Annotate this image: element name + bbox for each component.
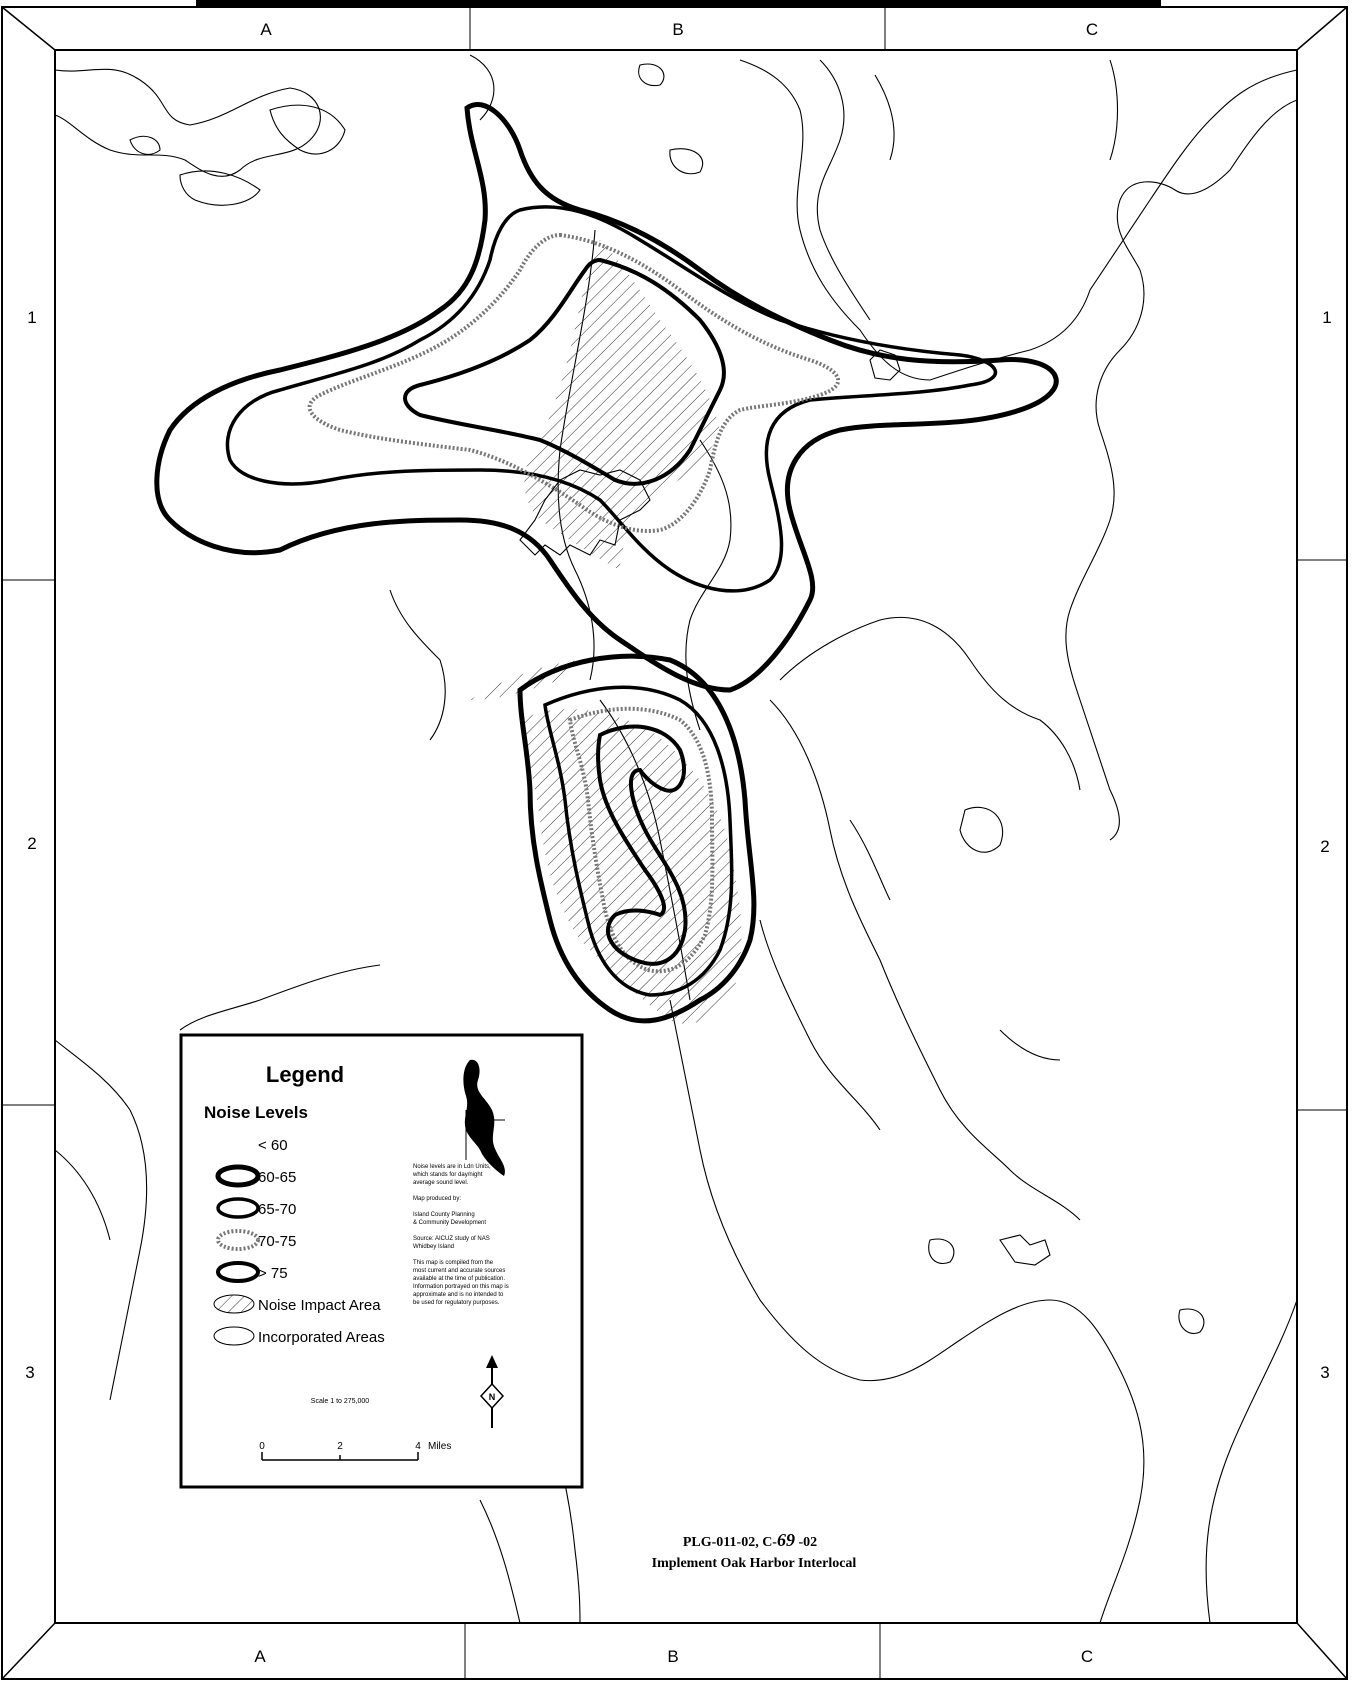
legend-subtitle: Noise Levels bbox=[204, 1103, 308, 1122]
scale-unit: Miles bbox=[428, 1441, 451, 1452]
legend-label-70-75: 70-75 bbox=[258, 1233, 296, 1250]
locator-map-icon bbox=[463, 1059, 505, 1176]
grid-row-2-right: 2 bbox=[1320, 837, 1329, 856]
grid-labels: A B C A B C 1 2 3 1 2 3 bbox=[25, 20, 1331, 1666]
legend-note-line: Map produced by: bbox=[413, 1196, 461, 1202]
legend-note-line: Island County Planning bbox=[413, 1212, 475, 1218]
scale-tick-0: 0 bbox=[259, 1441, 265, 1452]
legend-item-65-70: 65-70 bbox=[216, 1197, 296, 1219]
legend-note-line: Source: AICUZ study of NAS bbox=[413, 1236, 490, 1242]
grid-row-3-left: 3 bbox=[25, 1363, 34, 1382]
legend-note-line: approximate and is no intended to bbox=[413, 1292, 504, 1298]
legend-symbol-gt75 bbox=[216, 1261, 260, 1283]
legend-symbol-incorporated bbox=[213, 1326, 255, 1346]
caption-line-2: Implement Oak Harbor Interlocal bbox=[652, 1556, 857, 1571]
legend-title: Legend bbox=[266, 1062, 344, 1087]
legend-label-60-65: 60-65 bbox=[258, 1169, 296, 1186]
legend-note-line: most current and accurate sources bbox=[413, 1268, 505, 1274]
caption-prefix: PLG-011-02, C- bbox=[683, 1535, 777, 1550]
legend-item-60-65: 60-65 bbox=[215, 1164, 296, 1188]
grid-col-a-bottom: A bbox=[254, 1647, 266, 1666]
grid-col-b-bottom: B bbox=[667, 1647, 678, 1666]
scale-tick-4: 4 bbox=[415, 1441, 421, 1452]
legend-note-line: be used for regulatory purposes. bbox=[413, 1300, 500, 1306]
legend-note-line: which stands for day/night bbox=[412, 1172, 483, 1178]
legend-note-line: available at the time of publication. bbox=[413, 1276, 505, 1282]
north-arrow-icon: N bbox=[479, 1355, 505, 1428]
scale-tick-2: 2 bbox=[337, 1441, 343, 1452]
legend-box: Legend Noise Levels < 60 60-65 65-70 70-… bbox=[179, 1033, 584, 1489]
legend-label-gt75: > 75 bbox=[258, 1265, 288, 1282]
caption-handwritten: 69 bbox=[777, 1530, 795, 1550]
grid-col-a-top: A bbox=[260, 20, 272, 39]
grid-row-3-right: 3 bbox=[1320, 1363, 1329, 1382]
legend-note-line: average sound level. bbox=[413, 1180, 469, 1186]
legend-note-line: & Community Development bbox=[413, 1220, 486, 1226]
legend-item-noise-impact: Noise Impact Area bbox=[213, 1294, 381, 1314]
grid-row-2-left: 2 bbox=[27, 834, 36, 853]
grid-col-b-top: B bbox=[672, 20, 683, 39]
caption-suffix: -02 bbox=[795, 1535, 817, 1550]
legend-label-noise-impact: Noise Impact Area bbox=[258, 1297, 381, 1314]
legend-label-lt60: < 60 bbox=[258, 1137, 288, 1154]
grid-row-1-right: 1 bbox=[1322, 308, 1331, 327]
legend-symbol-65-70 bbox=[216, 1197, 260, 1219]
noise-contours-south bbox=[517, 653, 757, 1024]
legend-note-line: This map is compiled from the bbox=[413, 1260, 494, 1266]
legend-note-line: Noise levels are in Ldn Units, bbox=[413, 1164, 491, 1170]
legend-item-70-75: 70-75 bbox=[216, 1229, 296, 1251]
grid-col-c-bottom: C bbox=[1081, 1647, 1093, 1666]
legend-symbol-60-65 bbox=[215, 1164, 261, 1188]
north-label: N bbox=[489, 1392, 496, 1402]
legend-item-gt75: > 75 bbox=[216, 1261, 288, 1283]
legend-label-incorporated: Incorporated Areas bbox=[258, 1329, 385, 1346]
legend-symbol-70-75 bbox=[216, 1229, 260, 1251]
incorporated-areas bbox=[519, 349, 1051, 1266]
legend-notes: Noise levels are in Ldn Units, which stan… bbox=[412, 1164, 509, 1306]
legend-note-line: Whidbey Island bbox=[413, 1244, 454, 1250]
noise-contours-north bbox=[154, 102, 1059, 693]
caption-line-1: PLG-011-02, C-69 -02 bbox=[683, 1530, 817, 1550]
legend-item-incorporated: Incorporated Areas bbox=[213, 1326, 385, 1346]
scale-bar: 0 2 4 Miles bbox=[259, 1441, 451, 1461]
scale-text: Scale 1 to 275,000 bbox=[311, 1398, 369, 1405]
legend-symbol-noise-impact bbox=[213, 1294, 255, 1314]
legend-label-65-70: 65-70 bbox=[258, 1201, 296, 1218]
grid-row-1-left: 1 bbox=[27, 308, 36, 327]
legend-note-line: Information portrayed on this map is bbox=[413, 1284, 509, 1290]
legend-item-lt60: < 60 bbox=[258, 1137, 288, 1154]
map-caption: PLG-011-02, C-69 -02 Implement Oak Harbo… bbox=[652, 1530, 857, 1571]
grid-col-c-top: C bbox=[1086, 20, 1098, 39]
